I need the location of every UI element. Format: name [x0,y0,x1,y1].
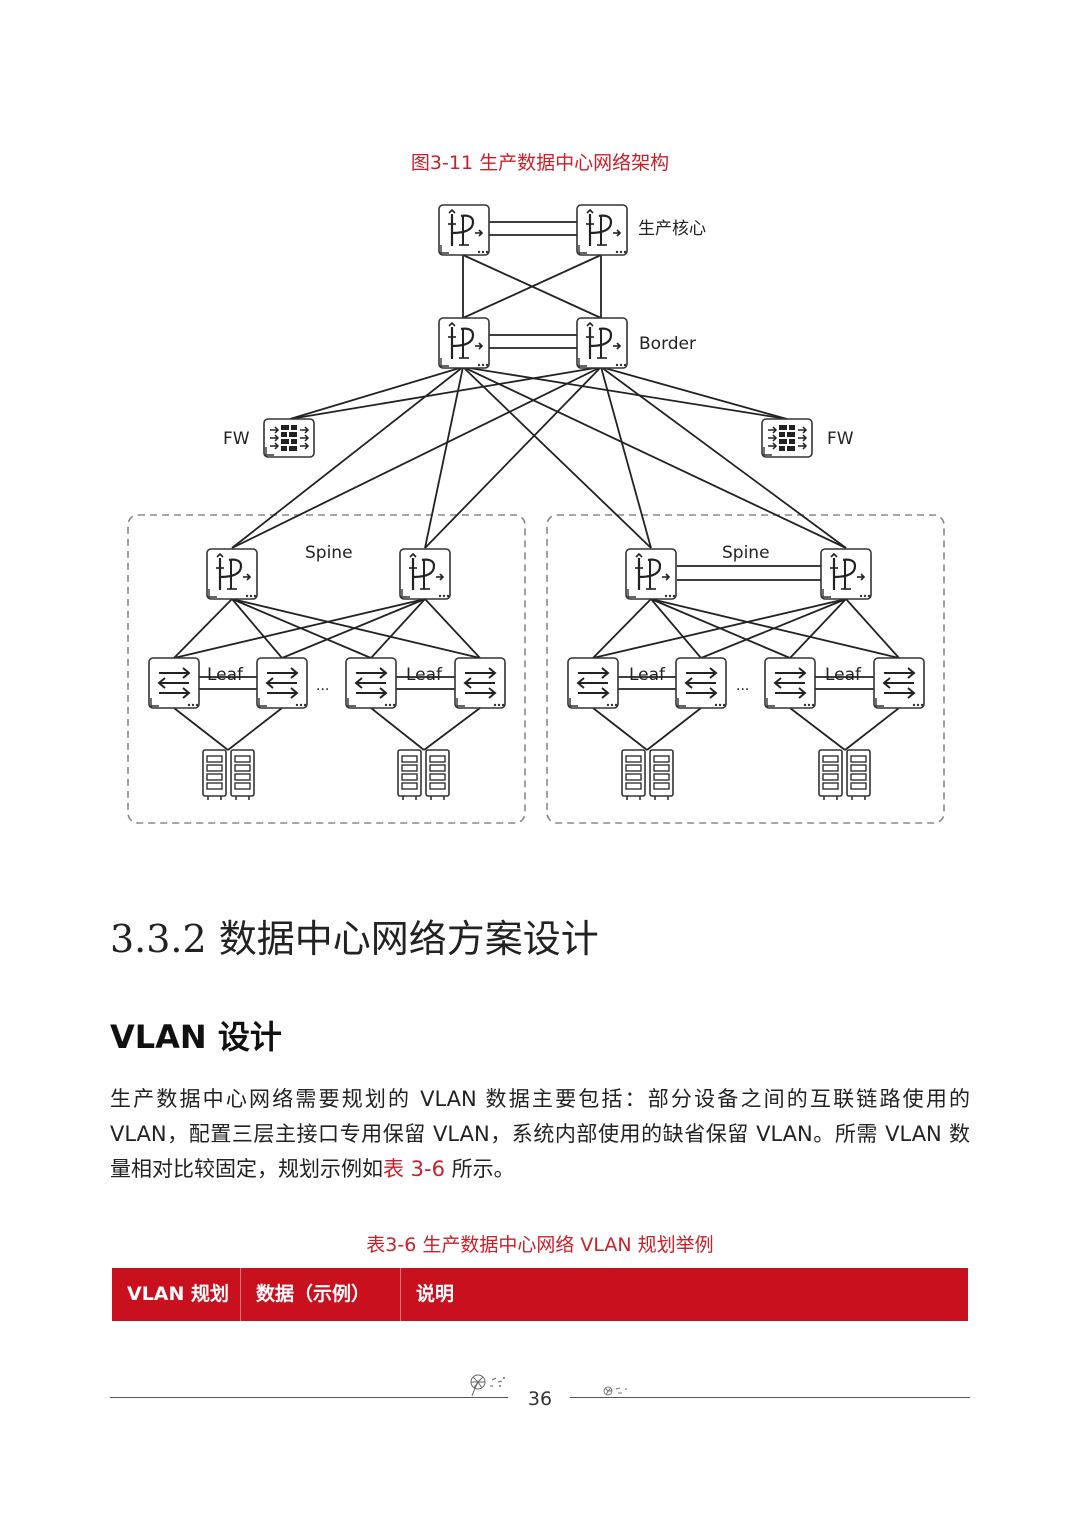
fw-right-label: FW [827,429,854,449]
server-3a-icon [621,749,646,801]
server-3b-icon [649,749,674,801]
server-2b-icon [425,749,450,801]
table-reference-link[interactable]: 表 3-6 [383,1157,445,1181]
core-router-right-icon [575,203,629,257]
core-label: 生产核心 [638,219,706,239]
table-header-vlan: VLAN 规划 [112,1268,241,1321]
server-4b-icon [846,749,871,801]
table-header-data: 数据（示例） [241,1268,401,1321]
firewall-left-icon [263,418,315,458]
leaf-switch-2-icon [256,657,308,709]
spine-router-right-b-icon [819,547,873,601]
paragraph-text: 生产数据中心网络需要规划的 VLAN 数据主要包括：部分设备之间的互联链路使用的… [110,1087,970,1181]
spine-router-left-b-icon [398,547,452,601]
leaf-switch-7-icon [764,657,816,709]
spine-router-right-a-icon [624,547,678,601]
section-title: 3.3.2 数据中心网络方案设计 [110,917,599,961]
body-paragraph: 生产数据中心网络需要规划的 VLAN 数据主要包括：部分设备之间的互联链路使用的… [110,1082,970,1187]
leaf-switch-1-icon [148,657,200,709]
spine-right-label: Spine [722,543,770,563]
spine-router-left-a-icon [205,547,259,601]
ellipsis-left: ... [316,678,329,694]
page-number: 36 [527,1388,553,1410]
paragraph-tail: 所示。 [444,1157,515,1181]
leaf-label-4: Leaf [825,665,862,685]
subsection-title: VLAN 设计 [110,1018,282,1056]
ellipsis-right: ... [736,678,749,694]
dandelion-left-icon [470,1374,505,1397]
table-header-description: 说明 [416,1283,455,1305]
leaf-switch-4-icon [454,657,506,709]
firewall-right-icon [761,418,813,458]
server-1a-icon [202,749,227,801]
links [173,221,900,751]
leaf-label-2: Leaf [406,665,443,685]
border-label: Border [639,334,696,354]
server-4a-icon [818,749,843,801]
leaf-switch-6-icon [675,657,727,709]
footer-rule-left [110,1397,508,1398]
network-architecture-diagram: 生产核心 Border FW FW Spine Spine Leaf Leaf … [127,203,945,824]
figure-caption: 图3-11 生产数据中心网络架构 [410,152,670,174]
leaf-switch-3-icon [345,657,397,709]
leaf-switch-8-icon [873,657,925,709]
leaf-switch-5-icon [567,657,619,709]
leaf-label-3: Leaf [629,665,666,685]
server-2a-icon [397,749,422,801]
core-router-left-icon [437,203,491,257]
table-caption: 表3-6 生产数据中心网络 VLAN 规划举例 [366,1234,714,1256]
footer-rule-right [570,1397,970,1398]
dandelion-right-icon [603,1386,627,1396]
border-router-right-icon [575,316,629,370]
spine-left-label: Spine [305,543,353,563]
border-router-left-icon [437,316,491,370]
leaf-label-1: Leaf [207,665,244,685]
fw-left-label: FW [223,429,250,449]
server-1b-icon [230,749,255,801]
table-header-row: VLAN 规划 数据（示例） 说明 [112,1268,968,1321]
